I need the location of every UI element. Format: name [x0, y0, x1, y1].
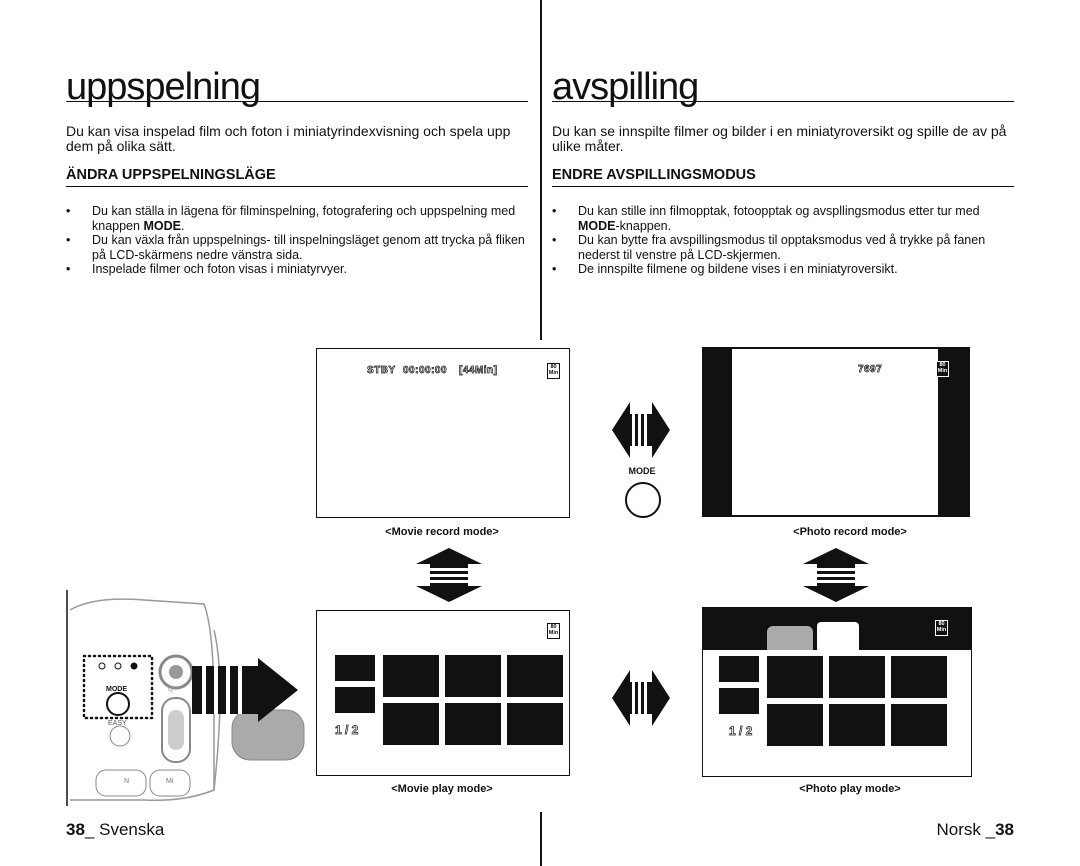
right-bullet-1: Du kan stille inn filmopptak, fotoopptak… — [552, 204, 1012, 233]
record-tab-side[interactable] — [719, 688, 759, 714]
right-section-heading: ENDRE AVSPILLINGSMODUS — [552, 167, 756, 183]
up-down-arrow-icon — [803, 548, 869, 602]
left-title-rule — [66, 101, 528, 102]
mode-button[interactable] — [625, 482, 661, 518]
right-section-rule — [552, 186, 1014, 187]
thumbnail[interactable] — [383, 703, 439, 745]
thumbnail[interactable] — [891, 656, 947, 698]
left-right-arrow-icon — [612, 670, 670, 726]
photo-record-viewfinder — [732, 349, 938, 515]
camera-mi-label: Mi — [166, 778, 174, 785]
photo-count: 7697 — [858, 364, 883, 376]
camera-n-label: N — [124, 778, 130, 785]
right-footer-sep: _ — [980, 820, 996, 839]
left-right-arrow-icon — [612, 402, 670, 458]
movie-play-caption: <Movie play mode> — [391, 783, 493, 795]
thumbnail[interactable] — [445, 703, 501, 745]
record-tab[interactable] — [335, 687, 375, 713]
photo-record-caption: <Photo record mode> — [793, 526, 907, 538]
record-tab[interactable] — [817, 622, 859, 652]
left-bullet-3: Inspelade filmer och foton visas i minia… — [66, 262, 528, 277]
page-indicator: 1 / 2 — [335, 723, 359, 738]
thumbnail[interactable] — [507, 655, 563, 697]
left-intro-text: Du kan visa inspelad film och foton i mi… — [66, 123, 511, 154]
right-title-rule — [552, 101, 1014, 102]
right-page-footer: Norsk _38 — [936, 820, 1014, 840]
column-divider-top — [540, 0, 542, 340]
left-page-footer: 38_ Svenska — [66, 820, 164, 840]
thumbnail[interactable] — [383, 655, 439, 697]
record-timecode: 00:00:00 — [403, 365, 448, 377]
left-section-heading: ÄNDRA UPPSPELNINGSLÄGE — [66, 167, 276, 183]
camera-easy-label: EASY — [108, 720, 127, 727]
thumbnail[interactable] — [445, 655, 501, 697]
thumbnail[interactable] — [767, 704, 823, 746]
play-tab-side[interactable] — [719, 656, 759, 682]
play-tab[interactable] — [335, 655, 375, 681]
movie-record-caption: <Movie record mode> — [385, 526, 499, 538]
play-tab[interactable] — [767, 626, 813, 650]
right-bullet-3: De innspilte filmene og bildene vises i … — [552, 262, 1012, 277]
thumbnail[interactable] — [767, 656, 823, 698]
left-bullet-1: Du kan ställa in lägena för filminspelni… — [66, 204, 528, 233]
photo-play-caption: <Photo play mode> — [799, 783, 901, 795]
standby-status: STBY — [367, 365, 396, 377]
left-page-title: uppspelning — [66, 66, 261, 108]
right-page-number: 38 — [995, 820, 1014, 839]
camera-mode-button[interactable] — [107, 693, 129, 715]
left-bullet-list: Du kan ställa in lägena för filminspelni… — [66, 204, 528, 277]
left-section-rule — [66, 186, 528, 187]
right-bullet-list: Du kan stille inn filmopptak, fotoopptak… — [552, 204, 1012, 277]
page-indicator: 1 / 2 — [729, 724, 753, 739]
right-intro-text: Du kan se innspilte filmer og bilder i e… — [552, 123, 1007, 154]
left-footer-language: Svenska — [99, 820, 165, 839]
thumbnail[interactable] — [829, 704, 885, 746]
remaining-time: [44Min] — [459, 365, 498, 377]
right-page-title: avspilling — [552, 66, 699, 108]
left-page-number: 38 — [66, 820, 85, 839]
thumbnail[interactable] — [507, 703, 563, 745]
camera-mode-label: MODE — [106, 686, 127, 693]
left-bullet-2: Du kan växla från uppspelnings- till ins… — [66, 233, 528, 262]
mode-button-label: MODE — [628, 466, 656, 476]
right-footer-language: Norsk — [936, 820, 981, 839]
camera-q-label: Q — [168, 686, 174, 693]
right-arrow-icon — [192, 658, 298, 722]
right-bullet-2: Du kan bytte fra avspillingsmodus til op… — [552, 233, 1012, 262]
thumbnail[interactable] — [891, 704, 947, 746]
up-down-arrow-icon — [416, 548, 482, 602]
column-divider-bottom — [540, 812, 542, 866]
left-footer-sep: _ — [84, 820, 100, 839]
thumbnail[interactable] — [829, 656, 885, 698]
